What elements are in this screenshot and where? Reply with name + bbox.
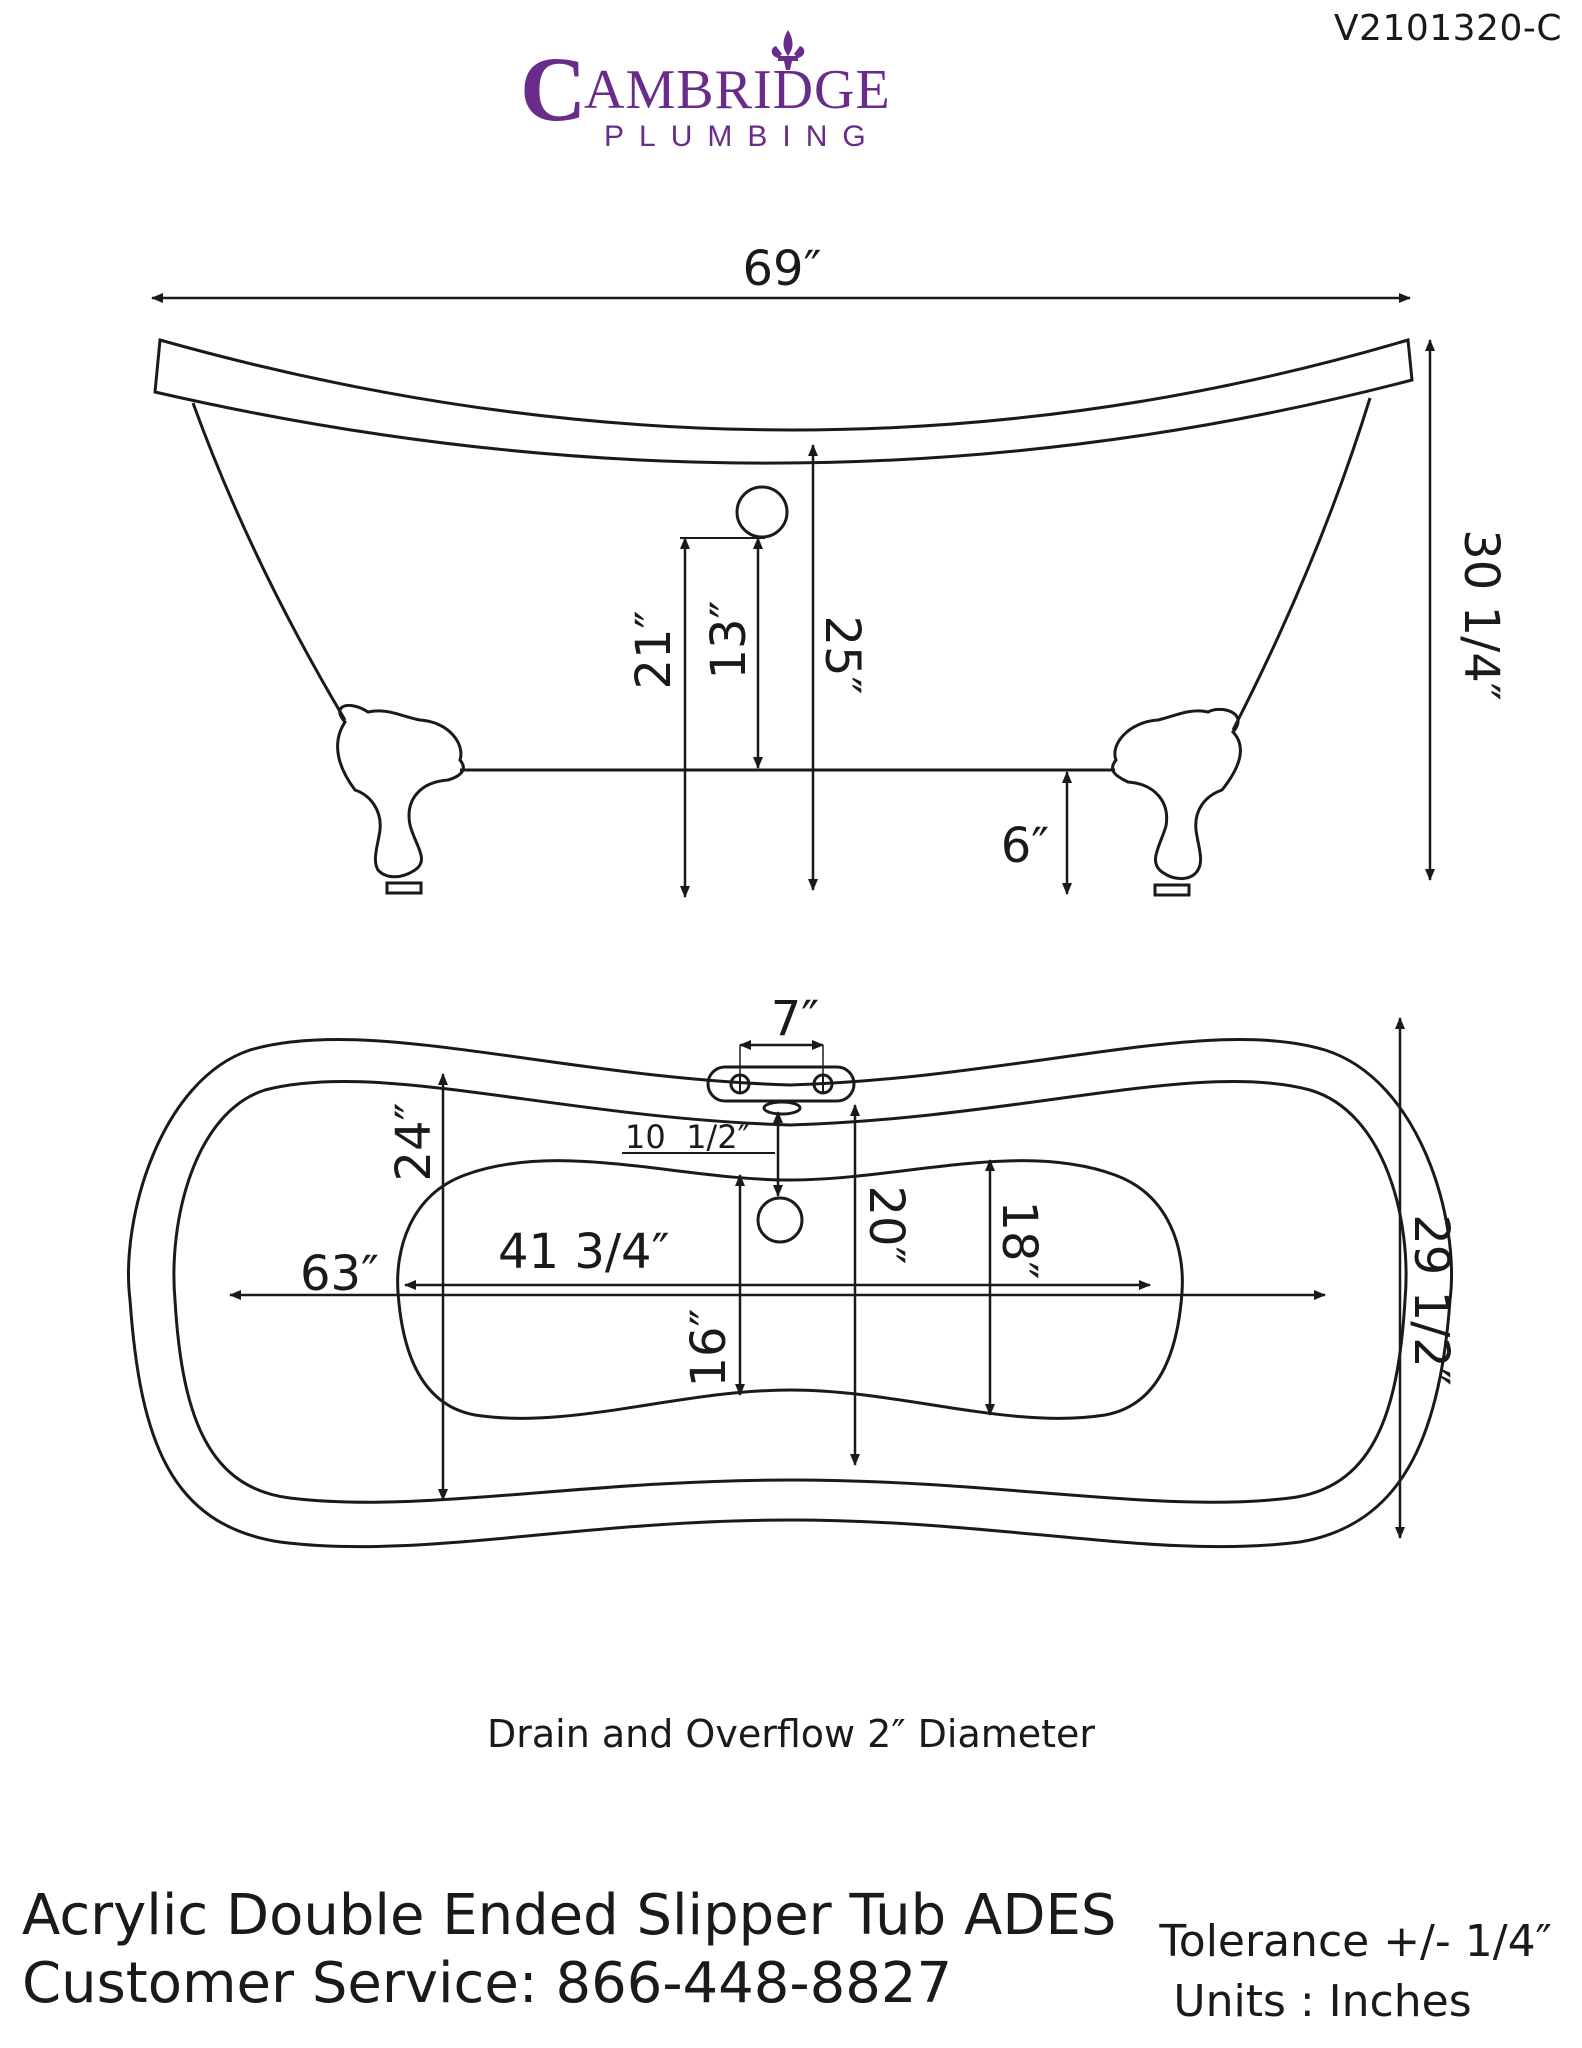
tub-outer-rim xyxy=(127,1037,1453,1549)
label-interior-width-center: 20″ xyxy=(858,1185,914,1264)
label-overall-height: 30 1/4″ xyxy=(1453,529,1509,701)
label-drain-offset: 10 1/2″ xyxy=(625,1118,750,1156)
label-drain-height: 13″ xyxy=(701,600,757,679)
label-exterior-length: 63″ xyxy=(300,1246,379,1302)
overflow-hole xyxy=(735,485,789,539)
tub-bottom-basin xyxy=(396,1159,1184,1420)
label-overflow-height: 21″ xyxy=(626,610,682,689)
label-interior-width-top: 24″ xyxy=(386,1102,442,1181)
tub-body-left xyxy=(191,402,347,721)
overflow-spout xyxy=(762,1100,802,1116)
drain-overflow-note: Drain and Overflow 2″ Diameter xyxy=(486,1712,1096,1756)
tub-rim xyxy=(153,338,1414,465)
footer-tolerance-info: Tolerance +/- 1/4″ Units : Inches xyxy=(1159,1912,1552,2032)
label-interior-length-bottom: 41 3/4″ xyxy=(498,1224,670,1280)
label-exterior-width: 29 1/2″ xyxy=(1403,1214,1459,1386)
units: Units : Inches xyxy=(1173,1976,1472,2027)
top-view xyxy=(127,1037,1453,1549)
label-interior-depth: 25″ xyxy=(814,615,870,694)
customer-service: Customer Service: 866-448-8827 xyxy=(22,1951,953,2016)
tolerance: Tolerance +/- 1/4″ xyxy=(1159,1916,1552,1967)
logo-initial: C xyxy=(520,38,586,140)
logo-sub: PLUMBING xyxy=(604,120,881,152)
tub-body-right xyxy=(1231,397,1372,731)
label-floor-clearance: 6″ xyxy=(1001,818,1049,874)
fleur-de-lis-icon xyxy=(771,30,805,70)
drain-hole xyxy=(756,1196,804,1244)
side-view xyxy=(153,338,1414,897)
left-claw-foot xyxy=(336,703,465,879)
top-view-dimensions xyxy=(229,1017,1405,1539)
label-overall-length: 69″ xyxy=(742,241,821,297)
side-view-dimensions xyxy=(151,293,1435,898)
product-name: Acrylic Double Ended Slipper Tub ADES xyxy=(22,1883,1117,1948)
label-faucet-spacing: 7″ xyxy=(771,991,819,1047)
right-claw-foot xyxy=(1111,707,1242,880)
cambridge-plumbing-logo: C AMBRIDGE PLUMBING xyxy=(520,30,891,152)
left-foot-pad xyxy=(385,881,423,895)
label-bottom-width-right: 18″ xyxy=(991,1200,1047,1279)
tub-inner-rim xyxy=(172,1079,1408,1504)
document-code: V2101320-C xyxy=(1333,8,1562,49)
footer-product-info: Acrylic Double Ended Slipper Tub ADES Cu… xyxy=(22,1882,1116,2018)
label-bottom-width-center: 16″ xyxy=(681,1308,737,1387)
right-foot-pad xyxy=(1153,883,1191,897)
logo-brand: AMBRIDGE xyxy=(584,59,891,121)
